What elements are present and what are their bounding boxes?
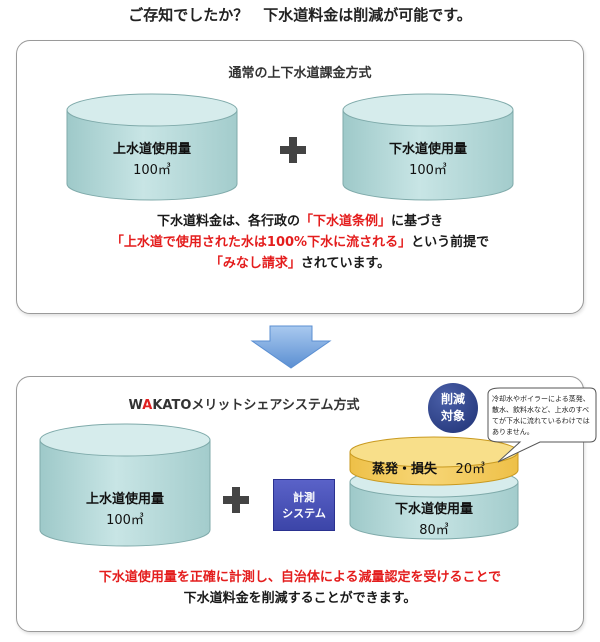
badge-line2: 対象 bbox=[440, 409, 465, 423]
wakato-note-line2: 下水道料金を削減することができます。 bbox=[183, 591, 417, 606]
water-supply-amount: 100㎥ bbox=[67, 159, 237, 178]
title-rest: メリットシェアシステム方式 bbox=[191, 398, 360, 413]
water-supply-amount-unit-2: ㎥ bbox=[130, 513, 144, 528]
water-supply-amount-unit: ㎥ bbox=[157, 163, 171, 178]
panel-title-conventional: 通常の上下水道課金方式 bbox=[228, 66, 372, 81]
sewage-amount-2: 80㎥ bbox=[350, 519, 518, 538]
sewage-amount-unit-2: ㎥ bbox=[435, 523, 449, 538]
water-supply-cylinder-2 bbox=[39, 423, 211, 547]
sewage-label-text: 下水道使用量 bbox=[388, 142, 467, 157]
sewage-amount: 100㎥ bbox=[343, 159, 513, 178]
water-supply-label-text-2: 上水道使用量 bbox=[85, 492, 164, 507]
meter-line2: システム bbox=[282, 507, 326, 520]
wakato-note-line1: 下水道使用量を正確に計測し、自治体による減量認定を受けることで bbox=[98, 570, 502, 585]
badge-line1: 削減 bbox=[440, 392, 465, 406]
reduction-target-badge: 削減 対象 bbox=[428, 383, 478, 433]
water-supply-amount-value: 100 bbox=[133, 163, 158, 178]
bubble-text: 冷却水やボイラーによる蒸発、散水、飲料水など、上水のすべてが下水に流れているわけ… bbox=[492, 395, 590, 436]
note-line2-post: という前提で bbox=[411, 235, 490, 250]
sewage-cylinder bbox=[342, 93, 514, 201]
evaporation-loss-amount-unit: ㎥ bbox=[472, 462, 486, 477]
sewage-amount-value: 100 bbox=[409, 163, 434, 178]
wakato-note: 下水道使用量を正確に計測し、自治体による減量認定を受けることで 下水道料金を削減… bbox=[17, 567, 583, 609]
brand-w: W bbox=[128, 398, 143, 413]
evaporation-loss-amount: 20㎥ bbox=[456, 462, 486, 477]
plus-icon bbox=[280, 137, 306, 163]
evaporation-loss-label-text: 蒸発・損失 bbox=[372, 462, 438, 477]
meter-line1: 計測 bbox=[293, 491, 315, 504]
water-supply-amount-2: 100㎥ bbox=[40, 509, 210, 528]
note-line1-pre: 下水道料金は、各行政の bbox=[156, 214, 300, 229]
evaporation-loss-amount-value: 20 bbox=[455, 462, 473, 477]
measurement-system-box: 計測 システム bbox=[273, 479, 335, 531]
conventional-note: 下水道料金は、各行政の「下水道条例」に基づき 「上水道で使用された水は100%下… bbox=[17, 211, 583, 274]
speech-bubble bbox=[487, 387, 597, 463]
note-line3-red: 「みなし請求」 bbox=[209, 256, 301, 271]
water-supply-label-text: 上水道使用量 bbox=[112, 142, 191, 157]
sewage-label-2: 下水道使用量 80㎥ bbox=[350, 498, 518, 538]
panel-title-wakato: WAKATOメリットシェアシステム方式 bbox=[0, 394, 527, 413]
evaporation-loss-cylinder bbox=[349, 436, 519, 486]
sewage-amount-unit: ㎥ bbox=[433, 163, 447, 178]
water-supply-label-2: 上水道使用量 100㎥ bbox=[40, 488, 210, 528]
water-supply-amount-value-2: 100 bbox=[106, 513, 131, 528]
headline: ご存知でしたか？ 下水道料金は削減が可能です。 bbox=[128, 6, 472, 24]
evaporation-loss-label: 蒸発・損失 20㎥ bbox=[372, 458, 502, 477]
note-line1-red: 「下水道条例」 bbox=[299, 214, 391, 229]
note-line3-post: されています。 bbox=[300, 256, 391, 271]
note-line2-red: 「上水道で使用された水は100%下水に流される」 bbox=[110, 235, 412, 250]
note-line1-post: に基づき bbox=[391, 214, 444, 229]
plus-icon-2 bbox=[223, 487, 249, 513]
sewage-label-text-2: 下水道使用量 bbox=[394, 502, 473, 517]
brand-a: A bbox=[142, 398, 153, 413]
sewage-label: 下水道使用量 100㎥ bbox=[343, 138, 513, 178]
sewage-amount-value-2: 80 bbox=[419, 523, 436, 538]
brand-rest: KATO bbox=[152, 398, 192, 413]
water-supply-cylinder bbox=[66, 93, 238, 201]
water-supply-label: 上水道使用量 100㎥ bbox=[67, 138, 237, 178]
down-arrow-icon bbox=[250, 325, 332, 369]
